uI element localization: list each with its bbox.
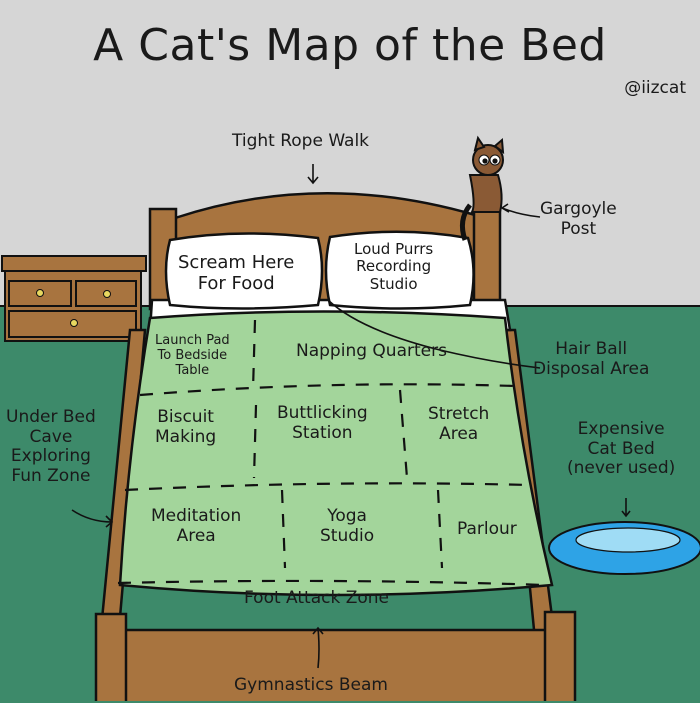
footboard [94,610,577,701]
credit: @iizcat [624,78,686,98]
label-gargoyle-post: Gargoyle Post [540,199,617,239]
label-hair-ball: Hair Ball Disposal Area [533,339,650,379]
pillows [164,230,475,310]
label-foot-attack-zone: Foot Attack Zone [244,588,389,608]
label-biscuit-making: Biscuit Making [155,407,217,447]
cat [459,135,505,241]
label-parlour: Parlour [457,519,517,539]
label-under-bed-cave: Under Bed Cave Exploring Fun Zone [6,407,96,486]
label-stretch-area: Stretch Area [428,404,490,444]
label-napping-quarters: Napping Quarters [296,341,447,361]
dresser [1,255,147,342]
label-buttlicking-station: Buttlicking Station [277,403,368,443]
expensive-cat-bed [548,521,700,575]
pointer-lines [71,164,631,669]
label-expensive-cat-bed: Expensive Cat Bed (never used) [567,419,676,479]
label-scream-here: Scream Here For Food [178,252,295,294]
page-title: A Cat's Map of the Bed [93,20,607,71]
label-tight-rope-walk: Tight Rope Walk [232,131,370,151]
label-loud-purrs: Loud Purrs Recording Studio [354,240,434,293]
blanket-seams [117,319,546,587]
label-yoga-studio: Yoga Studio [320,506,375,546]
label-meditation-area: Meditation Area [151,506,242,546]
label-launch-pad: Launch Pad To Bedside Table [155,333,230,378]
label-gymnastics-beam: Gymnastics Beam [234,675,388,695]
